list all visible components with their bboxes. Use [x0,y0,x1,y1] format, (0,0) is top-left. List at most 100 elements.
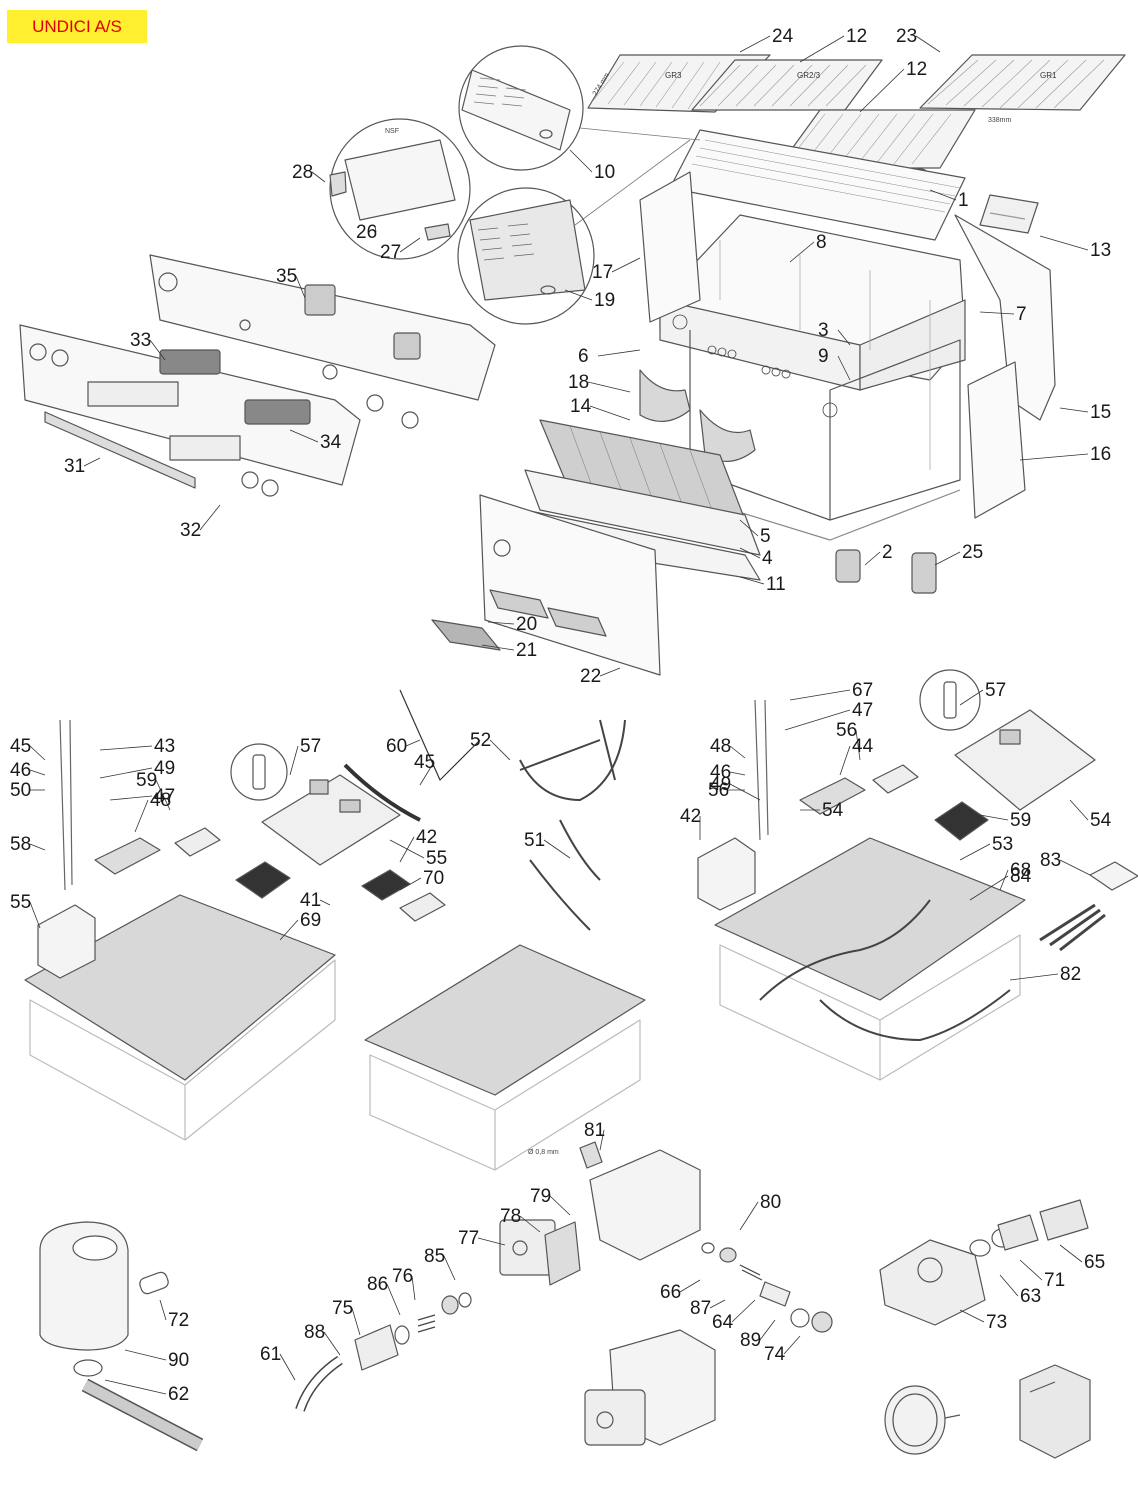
part-number-44: 44 [852,736,874,757]
electric-box-center [364,944,646,1171]
wiring-harness-58 [519,719,626,931]
part-number-12: 12 [906,59,927,80]
detail-circle-10 [458,45,584,171]
part-number-73: 73 [986,1312,1007,1333]
leader-line-79 [549,1195,571,1216]
leader-line-24 [739,35,771,53]
leader-line-45 [419,761,435,786]
part-number-89: 89 [740,1330,761,1351]
part-number-90: 90 [168,1350,189,1371]
leader-line-70 [399,877,422,891]
leader-line-32 [199,504,221,531]
leader-line-46 [29,769,46,776]
part-number-49: 49 [154,758,175,779]
part-number-46: 46 [710,762,731,783]
model-title: UNDICI A/S [32,16,122,36]
part-number-34: 34 [320,432,342,453]
part-number-43: 43 [154,736,175,757]
part-number-71: 71 [1044,1270,1065,1291]
leader-line-16 [1019,453,1089,461]
leader-line-41 [319,899,331,906]
terminal-blocks [94,764,919,922]
leader-line-74 [783,1335,801,1355]
part-number-87: 87 [690,1298,711,1319]
leader-detail-19 [574,139,691,226]
leader-line-83 [1059,859,1091,876]
part-number-79: 79 [530,1186,551,1207]
part-number-67: 67 [852,680,873,701]
fittings-64-66 [969,1199,1089,1257]
part-number-85: 85 [424,1246,445,1267]
leader-line-22 [599,667,621,677]
side-panel-right [954,214,1056,421]
leader-line-63 [999,1274,1019,1297]
leader-line-57 [959,689,984,706]
part-number-19: 19 [594,290,615,311]
drain-pipe-73 [73,1359,204,1452]
part-number-62: 62 [168,1384,189,1405]
leader-line-80 [739,1201,759,1231]
leader-line-14 [589,405,631,421]
side-panel-16 [967,361,1026,519]
orifice-note: Ø 0,8 mm [528,1149,559,1156]
part-number-9: 9 [818,346,829,367]
part-number-33: 33 [130,330,151,351]
part-number-27: 27 [380,242,401,263]
leader-line-11 [739,576,765,585]
part-number-25: 25 [962,542,983,563]
part-number-42: 42 [416,827,437,848]
part-number-58: 58 [10,834,31,855]
rocker-switch-42-right [934,801,989,841]
part-number-45: 45 [414,752,435,773]
leader-line-86 [386,1283,401,1316]
grid-gr1: GR1 338mm [919,54,1126,124]
part-number-14: 14 [570,396,592,417]
leader-line-72 [159,1299,167,1321]
part-number-49: 49 [710,774,731,795]
part-number-16: 16 [1090,444,1111,465]
part-number-57: 57 [300,736,321,757]
part-number-76: 76 [392,1266,413,1287]
part-number-80: 80 [760,1192,781,1213]
rocker-switch-42-left [235,861,291,899]
leader-line-56 [855,729,861,761]
front-panel-22 [479,494,661,676]
leader-line-55 [389,839,425,859]
part-number-51: 51 [524,830,545,851]
leader-line-35 [295,275,306,299]
part-number-56: 56 [836,720,857,741]
top-cover-plate [669,129,966,241]
leader-line-20 [487,621,515,625]
leader-line-64 [731,1299,756,1323]
part-number-59: 59 [1010,810,1031,831]
part-number-70: 70 [423,868,444,889]
leader-line-8 [789,241,815,263]
part-number-60: 60 [386,736,407,757]
leader-line-4 [739,547,761,559]
leader-line-90 [124,1349,167,1361]
feet-2-25 [835,549,937,594]
part-number-69: 69 [300,910,321,931]
leader-line-78 [519,1215,541,1233]
part-number-7: 7 [1016,304,1027,325]
side-panel-left [639,171,701,323]
part-number-65: 65 [1084,1252,1105,1273]
fittings-84-89 [701,1242,833,1333]
part-number-32: 32 [180,520,201,541]
leader-line-87 [709,1299,726,1309]
leader-line-88 [323,1331,341,1356]
wiring-harness-52 [519,719,616,781]
leader-line-76 [411,1275,416,1301]
part-number-8: 8 [816,232,827,253]
contactor-59-right [697,837,756,911]
part-number-77: 77 [458,1228,479,1249]
part-number-66: 66 [660,1282,681,1303]
leader-line-19 [564,289,593,301]
leader-line-3 [837,329,851,346]
leader-line-31 [83,457,101,467]
power-cables [59,689,769,891]
leader-line-49 [99,767,153,779]
part-number-1: 1 [958,190,969,211]
leader-line-47 [784,709,851,731]
